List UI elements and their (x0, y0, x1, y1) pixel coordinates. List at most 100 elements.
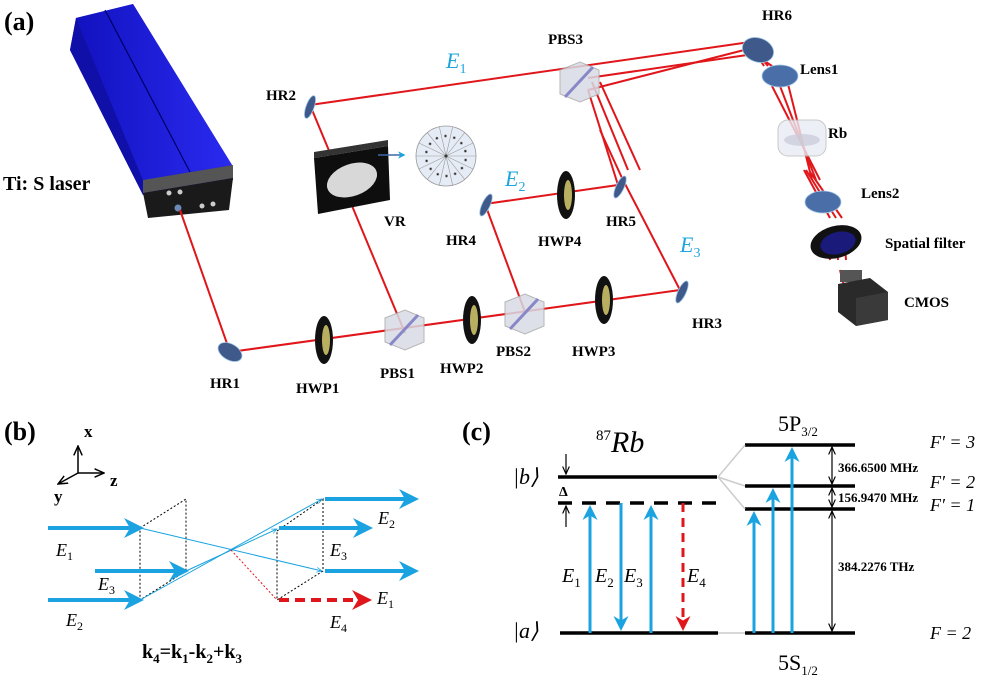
vr-polarization-dot (424, 150, 428, 154)
label-hr1: HR1 (210, 376, 240, 392)
upper-manifold-label: 5P3/2 (778, 411, 818, 439)
vr-polarization-dot (463, 149, 467, 153)
vr-spoke (445, 126, 453, 157)
label-hwp4: HWP4 (538, 234, 582, 250)
splitting-f3-f2: 366.6500 MHz (838, 460, 918, 475)
splitting-f2-f1: 156.9470 MHz (838, 490, 918, 505)
vr-polarization-dot (444, 174, 448, 178)
vr-polarization-dot (459, 141, 463, 145)
vr-spoke (427, 132, 447, 157)
panel-b-tag: (b) (4, 417, 36, 446)
vr-spoke (445, 155, 474, 170)
label-hwp3: HWP3 (572, 344, 615, 360)
label-hr5: HR5 (606, 214, 636, 230)
label-e1: E1 (445, 48, 466, 77)
vr-spoke (427, 155, 447, 180)
level-f3-label: F′ = 3 (929, 432, 975, 452)
axis-z-label: z (110, 471, 118, 490)
ti-sapphire-laser (70, 4, 233, 218)
label-e3: E3 (679, 232, 700, 261)
laser-label: Ti: S laser (3, 173, 91, 195)
vr-polarization-dot (429, 167, 433, 171)
pbs3 (559, 61, 600, 103)
vr-spoke (445, 132, 465, 157)
label-pbs1: PBS1 (380, 366, 415, 382)
level-ground-label: F = 2 (929, 623, 971, 643)
transition-frequency: 384.2276 THz (838, 559, 915, 574)
vr-spoke (445, 155, 453, 186)
vr-polarization-dot (435, 136, 439, 140)
state-a-label: |a⟩ (513, 618, 539, 643)
hwp2 (463, 296, 481, 344)
vr-spoke (439, 155, 447, 186)
cmos-camera (838, 270, 888, 326)
b-label-e2: E2 (65, 610, 83, 633)
vr-spoke (418, 142, 447, 157)
vr-polarization-dot (460, 166, 464, 170)
vr-polarization-dot (428, 142, 432, 146)
label-spatial-filter: Spatial filter (885, 236, 966, 252)
b-label-e1: E1 (55, 540, 73, 563)
laser-output-port (174, 204, 182, 212)
wavevector-frames (139, 498, 324, 601)
b-label-e3: E3 (97, 574, 115, 597)
b-out-e1: E1 (376, 588, 394, 611)
c-label-e2: E2 (594, 565, 614, 590)
rb-vapor-cell (777, 119, 827, 157)
label-cmos: CMOS (904, 295, 949, 311)
vr-polarization-dot (436, 172, 440, 176)
c-label-e1: E1 (561, 565, 581, 590)
level-f2-label: F′ = 2 (929, 472, 975, 492)
b-out-e2: E2 (377, 508, 395, 531)
vr-polarization-dot (464, 158, 468, 162)
vr-spoke (439, 126, 447, 157)
label-pbs3: PBS3 (548, 32, 583, 48)
label-hr3: HR3 (692, 316, 722, 332)
panel-c-tag: (c) (462, 417, 491, 446)
vortex-retarder (314, 140, 406, 214)
label-lens1: Lens1 (800, 62, 838, 78)
state-b-label: |b⟩ (513, 464, 539, 489)
isotope-label: 87Rb (596, 426, 644, 459)
k4-vector (230, 549, 278, 601)
lower-manifold-label: 5S1/2 (778, 650, 818, 678)
label-hr2: HR2 (266, 88, 296, 104)
mirror-hr2 (304, 95, 316, 119)
label-pbs2: PBS2 (496, 344, 531, 360)
vr-spoke (418, 155, 447, 170)
phase-matching-equation: k4=k1-k2+k3 (142, 641, 242, 666)
label-hwp2: HWP2 (440, 361, 483, 377)
label-lens2: Lens2 (861, 186, 899, 202)
label-vr: VR (384, 214, 406, 230)
mirror-hr1 (217, 342, 243, 362)
hwp1 (315, 316, 333, 364)
b-out-e4: E4 (329, 612, 347, 635)
hwp3 (595, 276, 613, 324)
level-f1-label: F′ = 1 (929, 495, 975, 515)
pbs1 (384, 309, 425, 351)
coordinate-axes (58, 446, 104, 484)
label-hr6: HR6 (762, 8, 793, 24)
pbs2 (504, 293, 545, 335)
vr-polarization-dot (452, 136, 456, 140)
vr-polarization-dot (425, 159, 429, 163)
spatial-filter (810, 225, 862, 259)
label-hr4: HR4 (446, 233, 477, 249)
c-label-e4: E4 (686, 565, 706, 590)
mirror-hr4 (479, 193, 493, 217)
energy-levels (558, 443, 855, 635)
vr-spoke (445, 142, 474, 157)
mirror-hr3 (675, 280, 689, 304)
lens1 (761, 64, 799, 88)
c-label-e3: E3 (623, 565, 643, 590)
panel-a-tag: (a) (4, 7, 34, 36)
detuning-label: Δ (559, 485, 568, 500)
input-beams (48, 498, 322, 610)
vr-polarization-pattern-icon (415, 125, 477, 187)
label-rb: Rb (828, 126, 847, 142)
mirror-hr5 (613, 175, 627, 199)
lens2 (804, 190, 842, 214)
label-e2: E2 (504, 166, 525, 195)
